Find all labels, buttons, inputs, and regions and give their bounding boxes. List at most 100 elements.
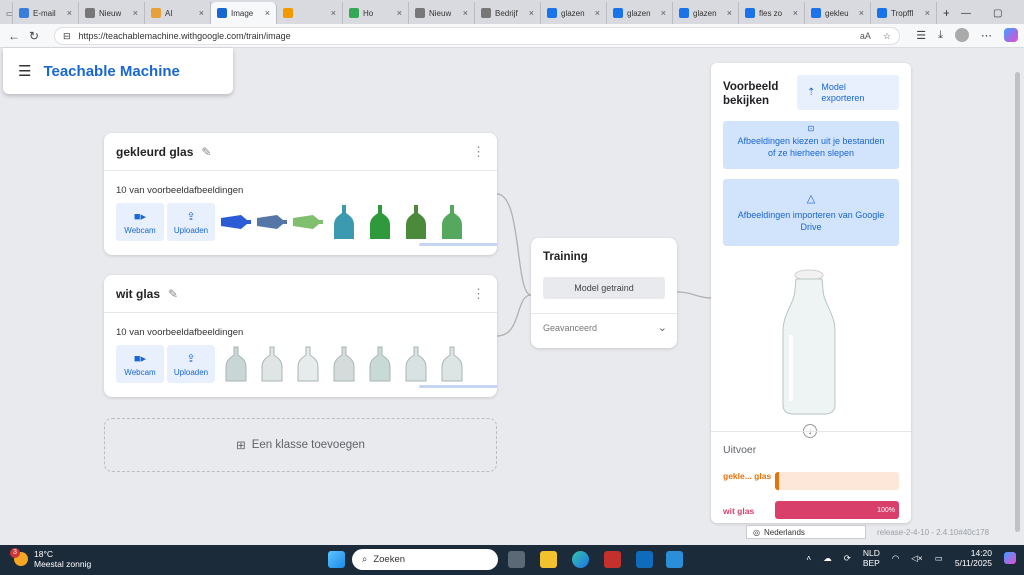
sync-icon[interactable]: ⟳ — [843, 553, 851, 563]
file-drop-zone[interactable]: ⊡ Afbeeldingen kiezen uit je bestanden o… — [723, 121, 899, 169]
close-tab-icon[interactable]: × — [462, 8, 468, 18]
download-icon[interactable]: ⤓ — [938, 28, 943, 41]
windows-start-icon[interactable] — [328, 551, 345, 568]
battery-icon[interactable]: ▭ — [934, 553, 943, 563]
close-tab-icon[interactable]: × — [594, 8, 600, 18]
file-explorer-icon[interactable] — [540, 551, 557, 568]
maximize-icon[interactable]: ▢ — [993, 8, 1003, 19]
browser-tab[interactable]: Ho× — [343, 2, 409, 24]
chevron-up-icon[interactable]: ˄ — [806, 553, 812, 563]
close-tab-icon[interactable]: × — [858, 8, 864, 18]
close-tab-icon[interactable]: × — [264, 8, 270, 18]
browser-tab[interactable]: fles zo× — [739, 2, 805, 24]
close-tab-icon[interactable]: × — [660, 8, 666, 18]
app-brand-title[interactable]: Teachable Machine — [43, 62, 180, 80]
sample-thumbnail[interactable] — [218, 345, 254, 383]
wifi-icon[interactable]: ◠ — [891, 553, 900, 563]
sample-thumbnail[interactable] — [362, 345, 398, 383]
webcam-button[interactable]: ■▸ Webcam — [116, 345, 164, 383]
browser-tab[interactable]: AI× — [145, 2, 211, 24]
thumbnail-scrollbar[interactable] — [419, 385, 497, 388]
sample-thumbnail[interactable] — [398, 203, 434, 241]
class-options-icon[interactable]: ⋮ — [472, 285, 485, 301]
sample-thumbnail[interactable] — [434, 345, 470, 383]
browser-tab[interactable]: glazen× — [541, 2, 607, 24]
browser-tab[interactable]: gekleu× — [805, 2, 871, 24]
minimize-icon[interactable]: — — [961, 8, 971, 19]
google-drive-button[interactable]: △ Afbeeldingen importeren van Google Dri… — [723, 179, 899, 246]
close-tab-icon[interactable]: × — [924, 8, 930, 18]
task-view-icon[interactable] — [508, 551, 525, 568]
sample-thumbnail[interactable] — [326, 203, 362, 241]
edit-pencil-icon[interactable]: ✎ — [201, 144, 212, 159]
cloud-icon[interactable]: ☁ — [823, 553, 832, 563]
copilot-taskbar-icon[interactable] — [1004, 552, 1016, 564]
volume-muted-icon[interactable]: ◁× — [911, 553, 923, 563]
train-model-button[interactable]: Model getraind — [543, 277, 665, 299]
language-select[interactable]: ◎ Nederlands — [746, 525, 866, 539]
new-tab-button[interactable]: + — [943, 6, 949, 20]
thumbnail-scrollbar[interactable] — [419, 243, 497, 246]
profile-avatar[interactable] — [955, 28, 969, 42]
output-label-wit: wit glas — [723, 506, 755, 516]
close-tab-icon[interactable]: × — [792, 8, 798, 18]
more-icon[interactable]: ⋯ — [981, 29, 992, 42]
close-tab-icon[interactable]: × — [726, 8, 732, 18]
site-info-icon[interactable]: ⊟ — [63, 30, 71, 41]
sample-thumbnail[interactable] — [326, 345, 362, 383]
sample-thumbnail[interactable] — [218, 203, 254, 241]
refresh-icon[interactable]: ↻ — [28, 28, 40, 43]
browser-tab[interactable]: Tropffl× — [871, 2, 937, 24]
close-tab-icon[interactable]: × — [330, 8, 336, 18]
close-tab-icon[interactable]: × — [66, 8, 72, 18]
export-model-button[interactable]: ⇡ Model exporteren — [797, 75, 899, 110]
favorites-icon[interactable]: ☰ — [916, 29, 927, 42]
sample-thumbnail[interactable] — [434, 203, 470, 241]
sample-thumbnail[interactable] — [290, 203, 326, 241]
close-tab-icon[interactable]: × — [528, 8, 534, 18]
edit-pencil-icon[interactable]: ✎ — [168, 286, 179, 301]
sample-thumbnail[interactable] — [254, 203, 290, 241]
app-blue-icon[interactable] — [666, 551, 683, 568]
class-name[interactable]: gekleurd glas — [116, 144, 194, 159]
browser-tab[interactable]: Nieuw× — [79, 2, 145, 24]
browser-tab[interactable]: glazen× — [673, 2, 739, 24]
outlook-icon[interactable] — [636, 551, 653, 568]
browser-tab[interactable]: Image× — [211, 2, 277, 24]
sample-thumbnail[interactable] — [254, 345, 290, 383]
browser-tab[interactable]: E-mail× — [13, 2, 79, 24]
taskbar-search[interactable]: ⌕ Zoeken — [352, 549, 498, 570]
app-red-icon[interactable] — [604, 551, 621, 568]
tab-actions-button[interactable]: ▭ — [0, 2, 13, 24]
page-scrollbar[interactable] — [1015, 72, 1020, 532]
sample-thumbnail[interactable] — [398, 345, 434, 383]
url-field[interactable]: ⊟ https://teachablemachine.withgoogle.co… — [54, 27, 900, 45]
back-icon[interactable]: ← — [8, 28, 20, 43]
window-controls: — ▢ ✕ — [949, 8, 1024, 24]
browser-tab[interactable]: Bedrijf× — [475, 2, 541, 24]
close-tab-icon[interactable]: × — [132, 8, 138, 18]
webcam-button[interactable]: ■▸ Webcam — [116, 203, 164, 241]
add-class-button[interactable]: ⊞ Een klasse toevoegen — [104, 418, 497, 472]
browser-tab[interactable]: glazen× — [607, 2, 673, 24]
sample-thumbnail[interactable] — [362, 203, 398, 241]
upload-button[interactable]: ⇪ Uploaden — [167, 203, 215, 241]
browser-tab[interactable]: Nieuw× — [409, 2, 475, 24]
copilot-icon[interactable] — [1004, 28, 1018, 42]
class-name[interactable]: wit glas — [116, 286, 161, 301]
advanced-toggle[interactable]: Geavanceerd ⌄ — [543, 321, 667, 334]
hamburger-menu-icon[interactable]: ☰ — [18, 63, 32, 80]
browser-tab[interactable]: × — [277, 2, 343, 24]
close-tab-icon[interactable]: × — [198, 8, 204, 18]
sample-count: 10 van voorbeeldafbeeldingen — [116, 327, 244, 338]
upload-button[interactable]: ⇪ Uploaden — [167, 345, 215, 383]
sample-thumbnail[interactable] — [290, 345, 326, 383]
read-aloud-icon[interactable]: aA — [859, 30, 871, 41]
close-tab-icon[interactable]: × — [396, 8, 402, 18]
favorite-star-icon[interactable]: ☆ — [882, 30, 891, 41]
edge-icon[interactable] — [572, 551, 589, 568]
class-options-icon[interactable]: ⋮ — [472, 143, 485, 159]
